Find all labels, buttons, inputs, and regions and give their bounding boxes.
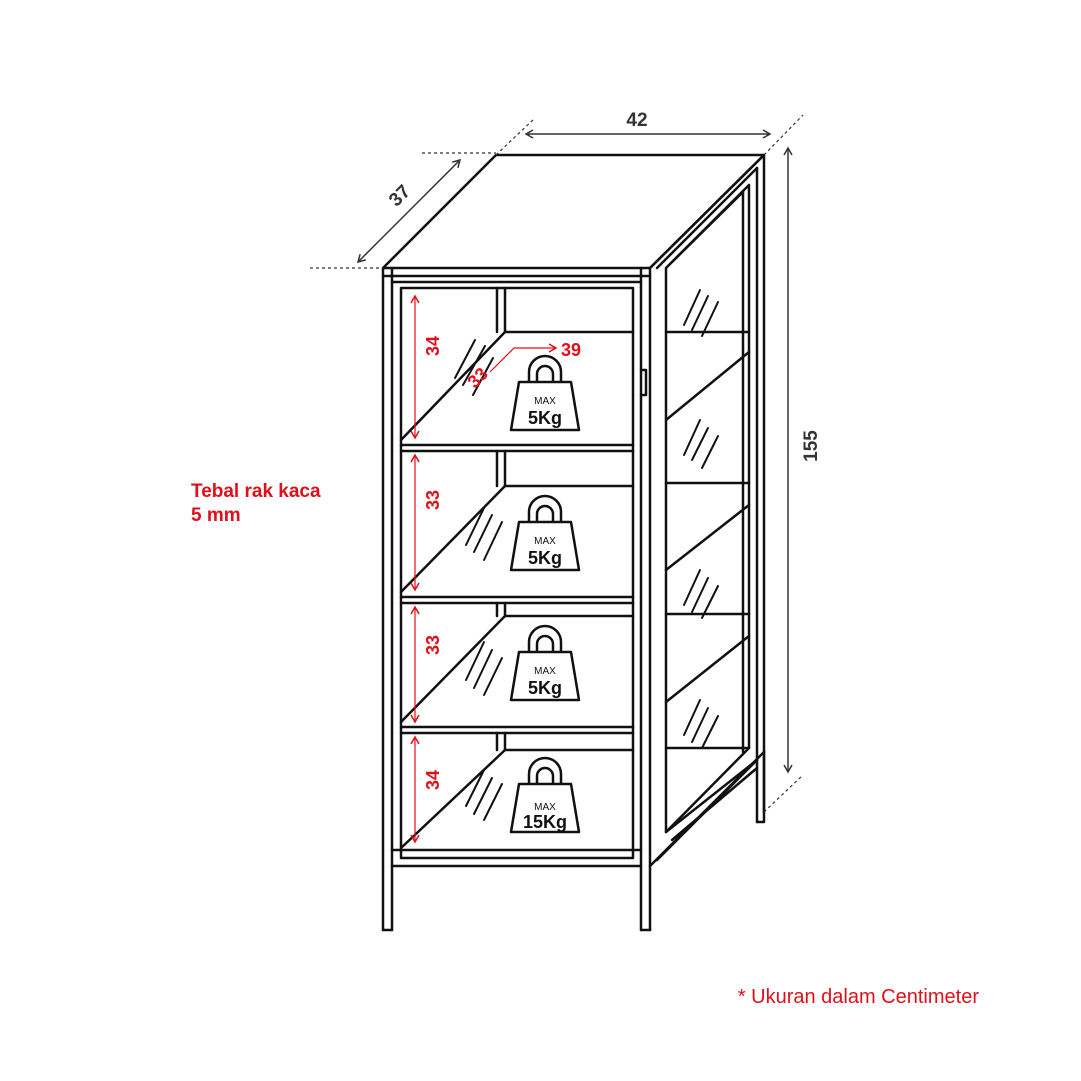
glass-reflection-marks [454, 289, 719, 821]
weight-icon-shelf-3: MAX 5Kg [509, 624, 581, 702]
weight-max-2: MAX [534, 536, 556, 547]
width-label: 42 [626, 110, 647, 131]
weight-max-4: MAX [534, 802, 556, 813]
shelf-height-dimensions: 34 33 33 34 [410, 294, 443, 844]
weight-icon-shelf-2: MAX 5Kg [509, 494, 581, 572]
weight-max-1: MAX [534, 396, 556, 407]
width-dimension: 42 [524, 110, 772, 139]
weight-value-2: 5Kg [528, 548, 562, 568]
shelf-height-2: 33 [423, 490, 443, 510]
glass-thickness-note-line1: Tebal rak kaca [191, 481, 321, 502]
weight-icon-shelf-4: MAX 15Kg [509, 756, 581, 834]
depth-dimension: 37 [356, 158, 462, 264]
weight-value-1: 5Kg [528, 408, 562, 428]
shelf-height-1: 34 [423, 336, 443, 356]
depth-label: 37 [385, 181, 415, 211]
extension-lines [310, 114, 804, 813]
glass-thickness-note-line2: 5 mm [191, 505, 241, 526]
shelf-width-label: 39 [561, 340, 581, 360]
weight-value-3: 5Kg [528, 678, 562, 698]
height-label: 155 [801, 430, 822, 462]
glass-thickness-note: Tebal rak kaca 5 mm [191, 480, 321, 528]
weight-max-3: MAX [534, 666, 556, 677]
units-footnote: * Ukuran dalam Centimeter [737, 986, 979, 1008]
shelf-height-3: 33 [423, 635, 443, 655]
weight-value-4: 15Kg [523, 812, 567, 832]
weight-icon-shelf-1: MAX 5Kg [509, 354, 581, 432]
height-dimension: 155 [783, 146, 822, 774]
shelf-height-4: 34 [423, 770, 443, 790]
